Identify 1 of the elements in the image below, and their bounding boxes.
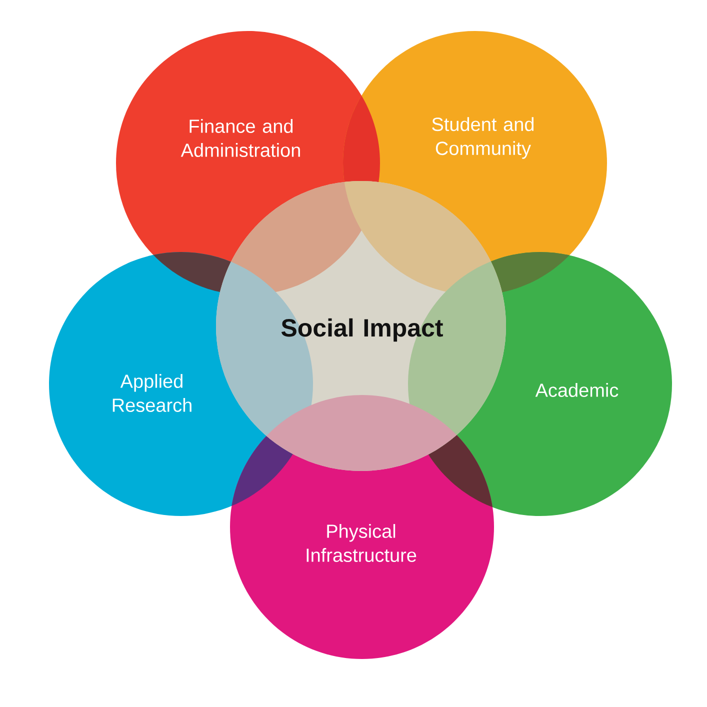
circle-node: Social Impact — [216, 181, 506, 471]
